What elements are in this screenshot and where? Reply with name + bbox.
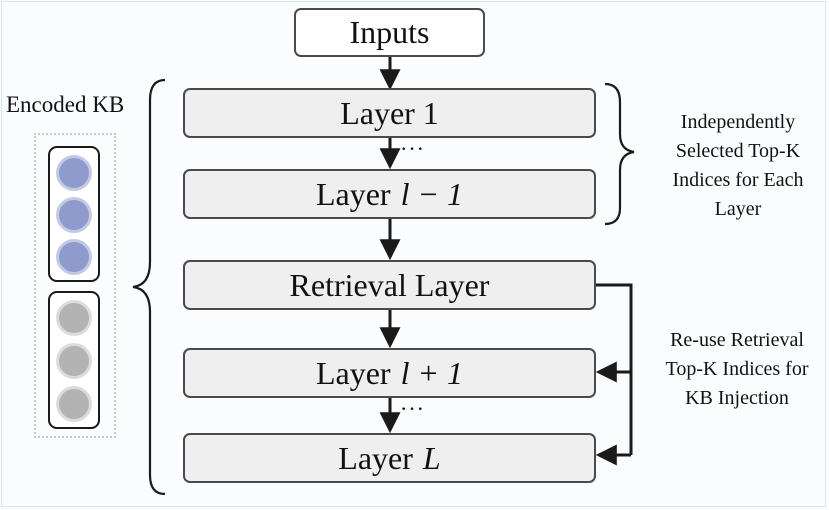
layer-L-box: Layer L [183,433,596,483]
reuse-topk-annotation: Re-use Retrieval Top-K Indices for KB In… [645,326,829,413]
kb-vector-blue [56,197,92,233]
layer-l-plus-1-word: Layer [315,354,391,391]
independent-topk-annotation: Independently Selected Top-K Indices for… [648,108,828,224]
left-brace [132,78,166,496]
layer-l-minus-1-word: Layer [315,175,391,212]
layer-1-label: Layer 1 [340,94,439,131]
right-brace [604,82,635,226]
kb-vector-gray [56,343,92,379]
kb-vector-gray [56,386,92,422]
annotation-line: KB Injection [685,387,789,409]
ellipsis-upper: ··· [400,136,425,161]
annotation-line: Indices for Each [672,169,804,191]
kb-vector-blue [56,155,92,191]
layer-L-math: L [422,439,441,476]
annotation-line: Independently [680,111,796,133]
kb-group-blue [48,146,100,282]
encoded-kb-container [34,133,116,438]
retrieval-layer-box: Retrieval Layer [183,260,596,310]
layer-L-word: Layer [338,439,413,476]
inputs-box: Inputs [294,8,485,57]
encoded-kb-title: Encoded KB [6,92,125,117]
layer-l-minus-1-math: l − 1 [400,175,464,212]
kb-vector-gray [56,300,92,336]
ellipsis-lower: ··· [400,396,425,421]
retrieval-layer-label: Retrieval Layer [289,266,490,303]
annotation-line: Layer [714,198,762,220]
layer-1-box: Layer 1 [183,88,596,138]
retrieval-feedback-line [596,283,633,455]
annotation-line: Selected Top-K [675,140,801,162]
layer-l-minus-1-box: Layer l − 1 [183,169,596,219]
kb-vector-blue [56,239,92,275]
inputs-label: Inputs [349,14,430,50]
layer-l-plus-1-box: Layer l + 1 [183,348,596,398]
annotation-line: Top-K Indices for [665,358,809,380]
annotation-line: Re-use Retrieval [670,329,804,351]
layer-l-plus-1-math: l + 1 [400,354,464,391]
kb-group-gray [48,291,100,429]
